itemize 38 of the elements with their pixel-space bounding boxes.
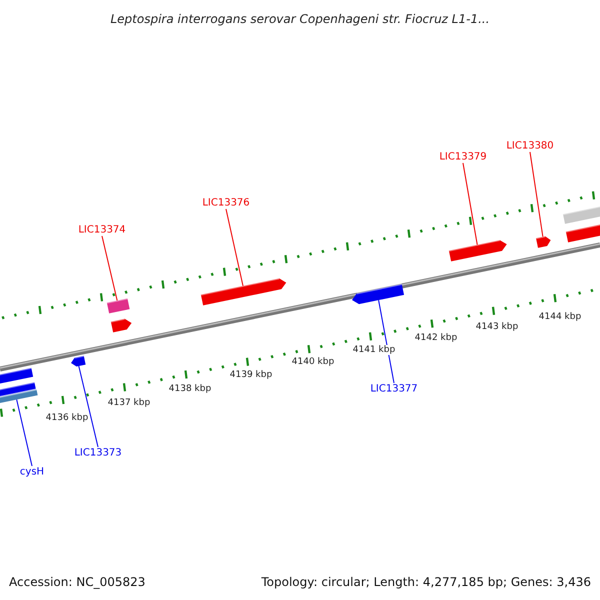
- gene-feature: [200, 277, 286, 306]
- leader-line: [530, 152, 544, 238]
- scale-label: 4144 kbp: [538, 312, 582, 322]
- leader-line: [16, 399, 32, 466]
- gene-feature: [352, 283, 404, 304]
- gene-feature: [0, 381, 36, 398]
- diagram-title: Leptospira interrogans serovar Copenhageni str. Fiocruz L1-1...: [110, 12, 490, 26]
- gene-feature: [0, 388, 38, 404]
- gene-feature: [566, 222, 600, 242]
- gene-label: cysH: [20, 466, 44, 478]
- gene-feature: [562, 205, 600, 224]
- scale-label: 4141 kbp: [352, 345, 396, 355]
- genome-summary: Topology: circular; Length: 4,277,185 bp; Genes: 3,436: [261, 575, 591, 589]
- gene-label: LIC13374: [78, 224, 126, 236]
- scale-label: 4139 kbp: [230, 370, 272, 380]
- gene-label: LIC13379: [439, 152, 487, 162]
- scale-label: 4143 kbp: [476, 322, 518, 332]
- scale-label: 4136 kbp: [46, 413, 88, 423]
- gene-label: LIC13377: [370, 384, 418, 394]
- gene-feature: [110, 318, 132, 332]
- scale-label: 4140 kbp: [292, 357, 334, 367]
- scale-label: 4142 kbp: [414, 333, 458, 343]
- gene-label: LIC13373: [74, 448, 122, 458]
- leader-line: [78, 366, 98, 448]
- gene-feature: [536, 235, 551, 248]
- gene-feature: [106, 297, 130, 314]
- leader-line: [102, 236, 118, 301]
- leader-line: [378, 300, 394, 384]
- gene-feature: [448, 239, 507, 262]
- scale-label: 4137 kbp: [108, 398, 150, 408]
- scale-label: 4138 kbp: [168, 384, 212, 394]
- leader-line: [226, 208, 244, 286]
- leader-line: [462, 162, 478, 246]
- gene-feature: [0, 366, 34, 384]
- gene-label: LIC13376: [202, 198, 250, 208]
- accession-text: Accession: NC_005823: [9, 575, 146, 589]
- gene-feature: [71, 354, 86, 366]
- gene-label: LIC13380: [506, 140, 554, 152]
